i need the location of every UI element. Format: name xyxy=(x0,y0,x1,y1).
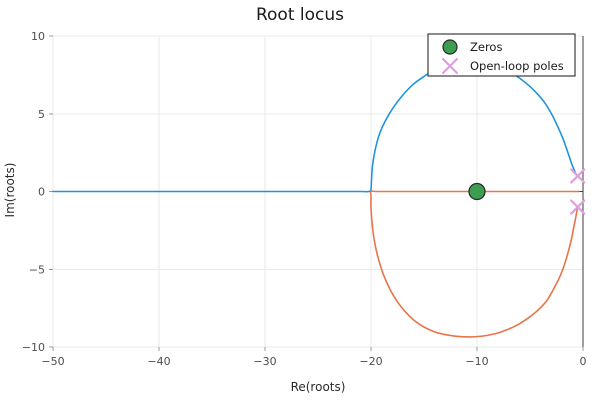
legend-zero-icon xyxy=(442,39,458,55)
x-tick-label: −30 xyxy=(253,355,276,368)
legend-item[interactable]: Zeros xyxy=(442,39,502,55)
pole-x-stroke xyxy=(570,168,586,184)
x-axis-label: Re(roots) xyxy=(291,380,346,394)
y-tick-label: −5 xyxy=(29,263,45,276)
pole-x-stroke xyxy=(570,199,586,215)
x-tick-label: −20 xyxy=(359,355,382,368)
legend-item[interactable]: Open-loop poles xyxy=(441,57,564,75)
legend-pole-icon xyxy=(441,57,459,75)
y-tick-label: 10 xyxy=(31,30,45,43)
open-loop-pole-marker xyxy=(570,199,586,215)
x-tick-label: 0 xyxy=(580,355,587,368)
x-tick-label: −10 xyxy=(465,355,488,368)
y-tick-label: 5 xyxy=(38,108,45,121)
locus-branch-branch-lower xyxy=(369,190,580,338)
x-tick-label: −50 xyxy=(41,355,64,368)
legend-label: Zeros xyxy=(470,40,502,54)
y-axis-label: Im(roots) xyxy=(3,163,17,218)
legend-label: Open-loop poles xyxy=(470,59,564,73)
y-tick-label: −10 xyxy=(22,341,45,354)
x-tick-label: −40 xyxy=(147,355,170,368)
chart-title: Root locus xyxy=(256,5,344,25)
y-tick-label: 0 xyxy=(38,186,45,199)
open-loop-pole-marker xyxy=(570,168,586,184)
zero-marker xyxy=(468,182,486,201)
pole-zero-markers xyxy=(468,168,586,215)
